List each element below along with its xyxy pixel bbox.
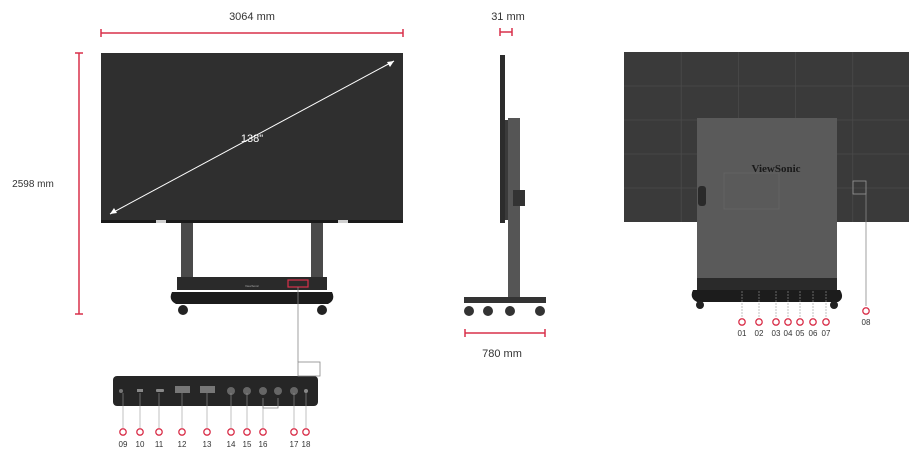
caster-wheel [464, 306, 474, 316]
width-label: 3064 mm [229, 11, 275, 23]
caster-wheel [178, 305, 188, 315]
caster-wheel [830, 301, 838, 309]
port-marker-circle [772, 318, 780, 326]
port-marker-circle [203, 428, 211, 436]
port-marker-circle [243, 428, 251, 436]
port-number-03: 03 [772, 329, 781, 338]
side-view: 31 mm 780 mm [464, 11, 546, 360]
port-marker-circle [119, 428, 127, 436]
port-marker-circle [302, 428, 310, 436]
port-number-04: 04 [784, 329, 793, 338]
port-number-14: 14 [227, 440, 236, 449]
port-marker-circle [784, 318, 792, 326]
rear-view: ViewSonic [624, 52, 909, 309]
port-marker-circle [738, 318, 746, 326]
rear-console-shelf [697, 278, 837, 291]
diagonal-label: 138" [241, 133, 263, 145]
port-number-13: 13 [203, 440, 212, 449]
port-marker-circle [290, 428, 298, 436]
side-stand-base [464, 297, 546, 303]
port-marker-circle [136, 428, 144, 436]
port-marker-circle [259, 428, 267, 436]
height-label: 2598 mm [12, 179, 54, 190]
port-number-17: 17 [290, 440, 299, 449]
side-screen-profile [500, 55, 505, 223]
port-number-12: 12 [178, 440, 187, 449]
caster-wheel [696, 301, 704, 309]
port-marker-circle [755, 318, 763, 326]
rear-stand-base [691, 290, 843, 302]
front-stand-leg-right [311, 220, 323, 290]
caster-wheel [317, 305, 327, 315]
port-marker-circle [155, 428, 163, 436]
port-number-02: 02 [755, 329, 764, 338]
rear-stand-frame [697, 118, 837, 288]
front-stand-base [170, 292, 334, 304]
side-stand-column [508, 118, 520, 298]
port-number-07: 07 [822, 329, 831, 338]
port-marker-circle [862, 307, 870, 315]
rear-brand-logo: ViewSonic [751, 163, 800, 175]
port-marker-circle [809, 318, 817, 326]
port-number-01: 01 [738, 329, 747, 338]
port-number-11: 11 [155, 440, 164, 449]
front-view: 3064 mm 2598 mm ViewSonic 138" [12, 11, 404, 362]
caster-wheel [505, 306, 515, 316]
port-number-09: 09 [119, 440, 128, 449]
front-stand-leg-left [181, 220, 193, 290]
port-marker-circle [822, 318, 830, 326]
port-number-18: 18 [302, 440, 311, 449]
port-number-15: 15 [243, 440, 252, 449]
depth-label: 31 mm [491, 11, 525, 23]
front-io-panel [113, 361, 321, 409]
port-marker-circle [227, 428, 235, 436]
port-number-05: 05 [796, 329, 805, 338]
port-number-16: 16 [259, 440, 268, 449]
port-number-08: 08 [862, 318, 871, 327]
port-number-10: 10 [136, 440, 145, 449]
port-marker-circle [796, 318, 804, 326]
port-number-06: 06 [809, 329, 818, 338]
base-width-label: 780 mm [482, 348, 522, 360]
caster-wheel [535, 306, 545, 316]
diagonal-arrow [109, 60, 395, 215]
port-marker-circle [178, 428, 186, 436]
io-panel-body [113, 376, 318, 406]
caster-wheel [483, 306, 493, 316]
console-brand-mark: ViewSonic [245, 284, 259, 288]
